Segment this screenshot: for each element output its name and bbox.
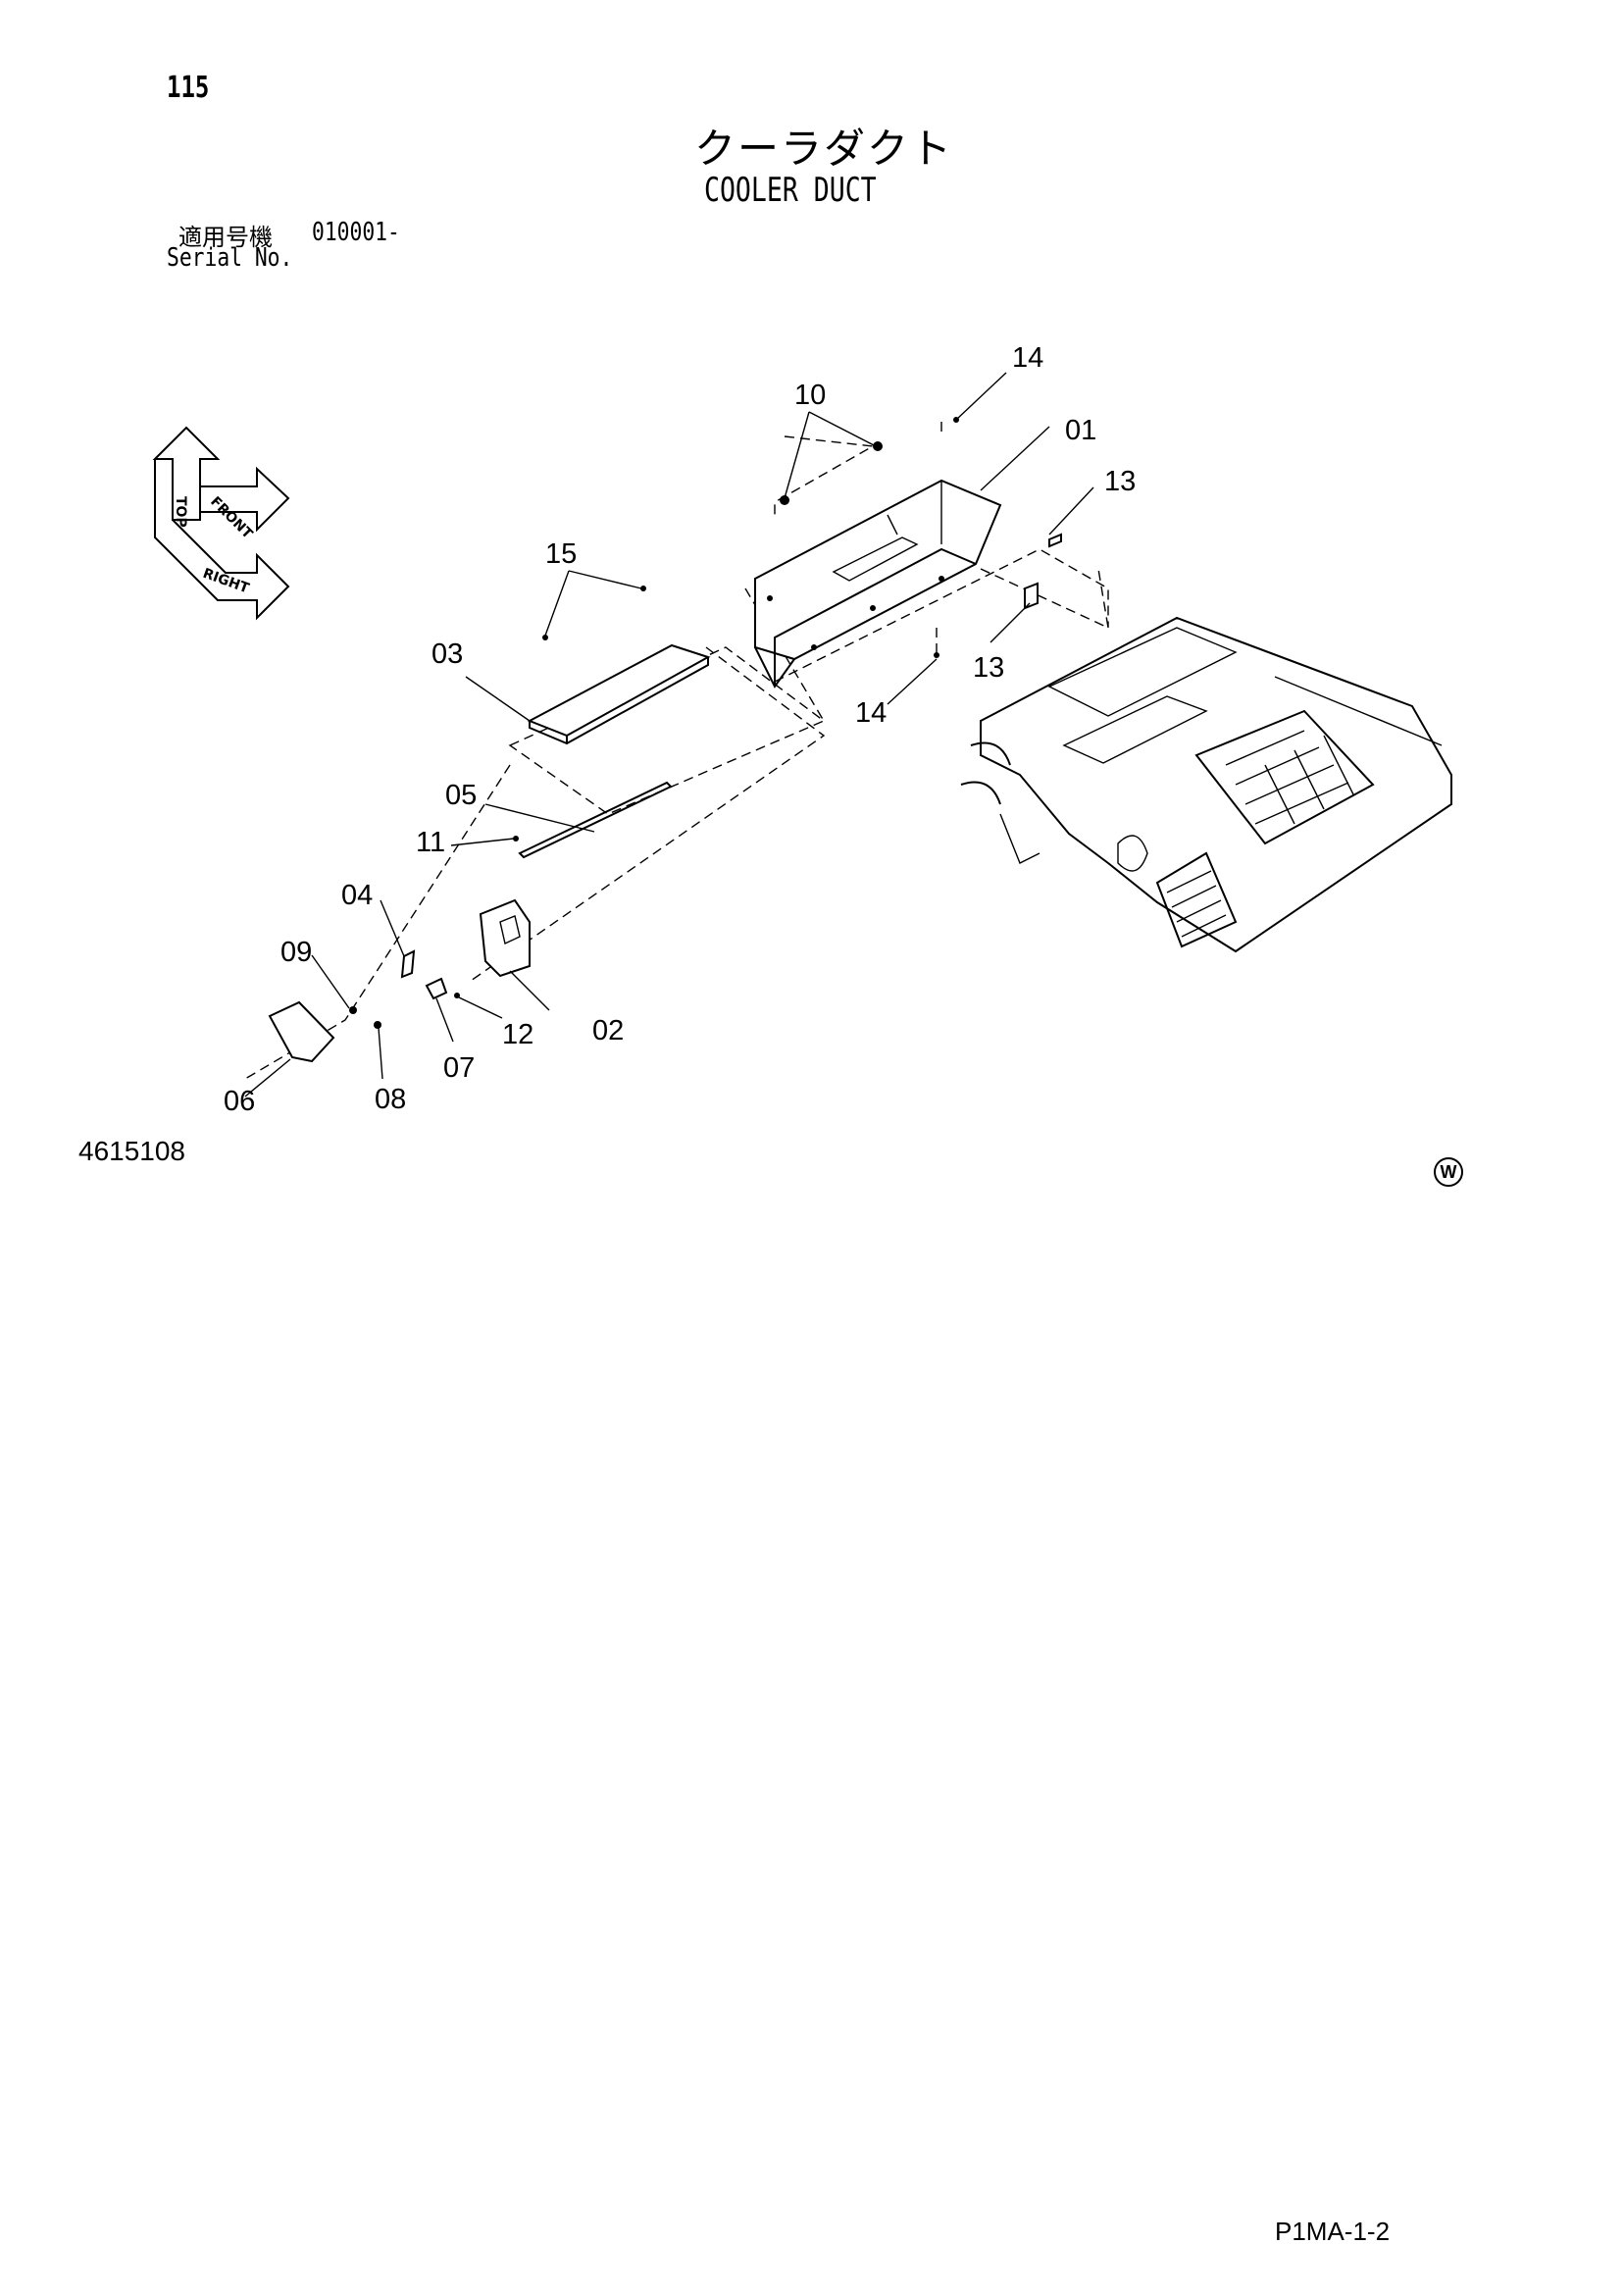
callout-02: 02 (592, 1015, 624, 1046)
callout-01: 01 (1065, 415, 1096, 446)
callout-14-lower: 14 (855, 697, 887, 729)
callout-10: 10 (794, 380, 826, 411)
part-06-cover (268, 1000, 335, 1063)
page-code: P1MA-1-2 (1275, 2217, 1391, 2246)
figure-number: 4615108 (78, 1136, 186, 1166)
page-number: 115 (167, 71, 210, 105)
right-arrow (154, 459, 290, 621)
w-mark: W (1434, 1157, 1463, 1187)
orientation-indicator: TOP FRONT RIGHT (152, 426, 290, 621)
part-07-bracket (425, 977, 448, 1000)
callout-08: 08 (375, 1084, 406, 1115)
callout-07: 07 (443, 1052, 475, 1084)
orient-front-label: FRONT (207, 494, 255, 542)
callout-15: 15 (545, 538, 577, 570)
part-02-outlet (479, 898, 531, 978)
callout-11: 11 (416, 827, 445, 858)
callout-14-upper: 14 (1012, 342, 1043, 374)
orient-top-label: TOP (173, 496, 188, 528)
part-01-duct (754, 479, 1002, 689)
title-english: COOLER DUCT (704, 171, 877, 210)
serial-label-japanese: 適用号機 (178, 224, 273, 251)
serial-value: 010001- (312, 218, 400, 247)
callout-04: 04 (341, 880, 373, 911)
callout-13-upper: 13 (1104, 466, 1136, 497)
air-conditioner-unit (960, 616, 1452, 953)
callout-05: 05 (445, 780, 477, 811)
callout-03: 03 (431, 638, 463, 670)
callout-06: 06 (224, 1086, 255, 1117)
part-03-plate (527, 643, 711, 745)
orient-right-label: RIGHT (201, 566, 252, 597)
callout-13-lower: 13 (973, 652, 1004, 684)
top-arrow (152, 426, 221, 521)
serial-label-english: Serial No. (167, 243, 293, 273)
hardware (349, 417, 1062, 1029)
part-05-strip (518, 781, 673, 859)
leader-lines (244, 372, 1094, 1097)
callout-12: 12 (502, 1019, 533, 1050)
title-japanese: クーラダクト (694, 125, 954, 173)
callouts: 01 02 03 04 05 06 07 08 09 10 11 12 13 1… (224, 342, 1136, 1117)
front-arrow (200, 466, 290, 533)
part-04-clip (400, 949, 416, 979)
callout-09: 09 (280, 937, 312, 968)
